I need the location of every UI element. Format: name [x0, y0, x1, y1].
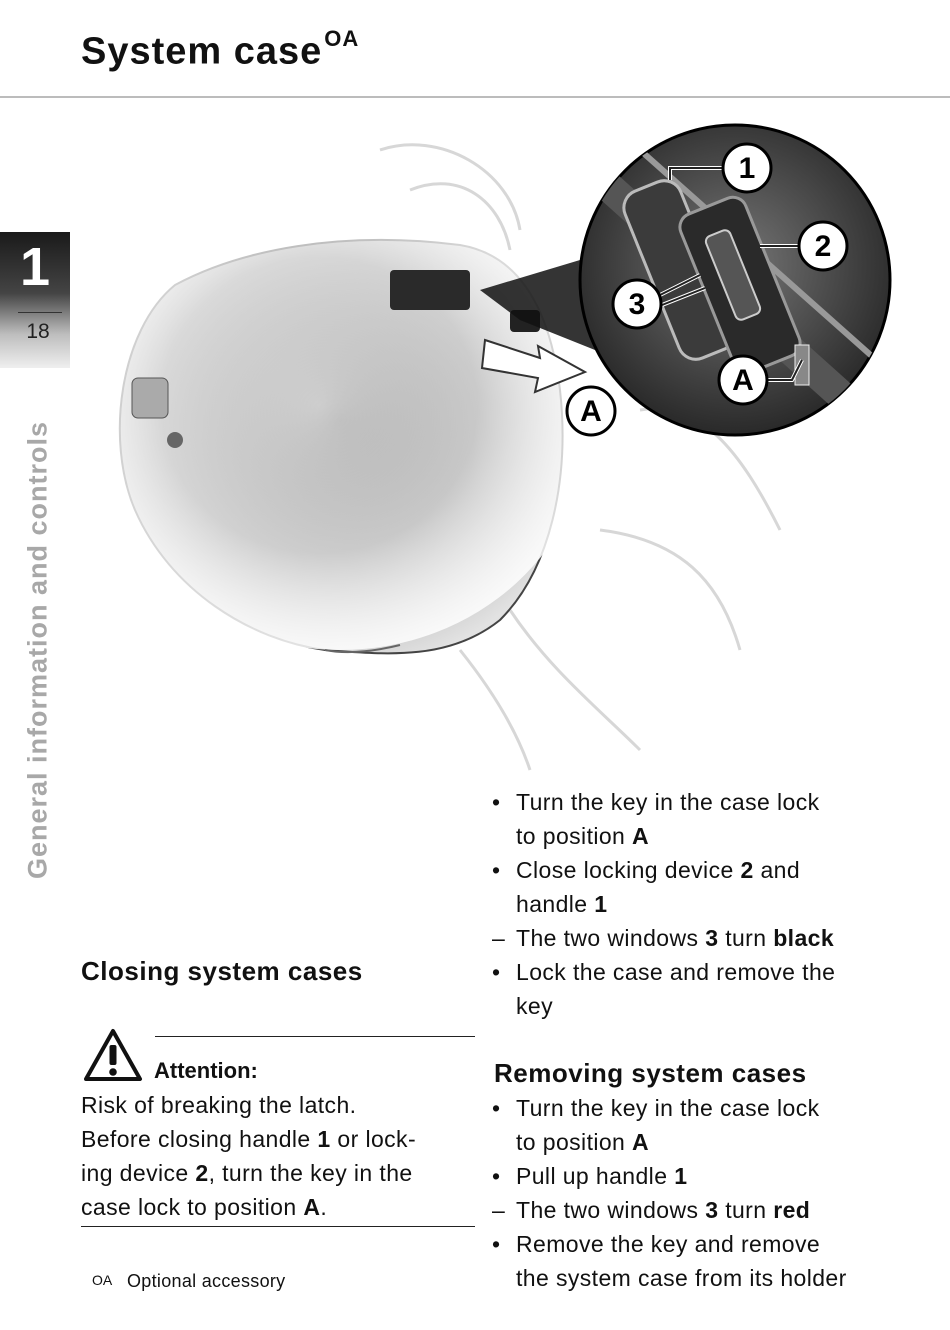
warning-line: ing device 2, turn the key in the — [81, 1160, 413, 1186]
header-divider — [0, 96, 950, 98]
bold-ref: red — [773, 1197, 811, 1223]
bullet-marker: • — [492, 1163, 501, 1189]
removing-steps-list: • Turn the key in the case lock to positio… — [492, 1091, 912, 1295]
attention-label: Attention: — [154, 1058, 258, 1083]
callout-2-label: 2 — [815, 230, 832, 263]
bold-ref: 1 — [674, 1163, 688, 1189]
step-line: Remove the key and remove — [516, 1231, 821, 1257]
removing-section-title: Removing system cases — [494, 1058, 807, 1088]
step-line: Turn the key in the case lock — [516, 789, 820, 815]
latch-detail-inset — [578, 123, 892, 437]
bold-ref: A — [632, 1129, 650, 1155]
warning-line: Before closing handle 1 or lock- — [81, 1126, 417, 1152]
result-item: –The two windows 3 turn black — [492, 921, 912, 955]
chapter-side-label: General information and controls — [22, 420, 53, 880]
step-line: The two windows 3 turn black — [516, 925, 835, 951]
bullet-marker: • — [492, 1231, 501, 1257]
bold-ref: A — [632, 823, 650, 849]
keyhole-icon — [167, 432, 183, 448]
result-item: –The two windows 3 turn red — [492, 1193, 912, 1227]
dash-marker: – — [492, 1197, 506, 1223]
page-number: 18 — [26, 320, 50, 343]
optional-accessory-mark: OA — [324, 26, 360, 51]
warning-text: Risk of breaking the latch. Before closin… — [81, 1088, 481, 1224]
bullet-marker: • — [492, 857, 501, 883]
case-latch — [390, 270, 470, 310]
callout-a-case: A — [565, 385, 617, 437]
step-item: • Turn the key in the case lock to positio… — [492, 1091, 912, 1159]
step-item: • Pull up handle 1 — [492, 1159, 912, 1193]
chapter-tab — [0, 232, 70, 368]
bold-ref: 1 — [594, 891, 608, 917]
bold-ref: 3 — [705, 1197, 719, 1223]
bullet-marker: • — [492, 959, 501, 985]
bold-ref: 2 — [195, 1160, 209, 1186]
callout-2: 2 — [797, 220, 849, 272]
chapter-number: 1 — [19, 237, 51, 297]
warning-line: case lock to position A. — [81, 1194, 328, 1220]
step-item: • Close locking device 2 and handle 1 — [492, 853, 912, 921]
closing-steps-list: • Turn the key in the case lock to positio… — [492, 785, 912, 1023]
footnote-text: Optional accessory — [127, 1271, 286, 1291]
closing-section-title: Closing system cases — [81, 956, 363, 986]
warning-top-rule — [155, 1036, 475, 1037]
step-item: • Turn the key in the case lock to positio… — [492, 785, 912, 853]
callout-3-label: 3 — [629, 288, 646, 321]
step-line: Pull up handle 1 — [516, 1163, 688, 1189]
callout-a-case-label: A — [580, 395, 602, 428]
bold-ref: black — [773, 925, 835, 951]
step-line: Close locking device 2 and — [516, 857, 801, 883]
system-case-illustration: 1 2 3 A A — [90, 123, 892, 771]
step-line: handle 1 — [516, 891, 608, 917]
step-line: Lock the case and remove the — [516, 959, 836, 985]
dash-marker: – — [492, 925, 506, 951]
case-lock-icon — [131, 377, 169, 419]
bold-ref: 2 — [740, 857, 754, 883]
warning-bottom-rule — [81, 1226, 475, 1227]
footnote-mark: OA — [92, 1272, 113, 1288]
callout-1: 1 — [721, 142, 773, 194]
callout-1-label: 1 — [739, 152, 756, 185]
step-line: to position A — [516, 823, 650, 849]
warning-line: Risk of breaking the latch. — [81, 1092, 357, 1118]
step-item: • Lock the case and remove the key — [492, 955, 912, 1023]
step-line: the system case from its holder — [516, 1265, 847, 1291]
bold-ref: A — [303, 1194, 321, 1220]
step-line: key — [516, 993, 553, 1019]
step-item: • Remove the key and remove the system cas… — [492, 1227, 912, 1295]
chapter-divider — [18, 312, 62, 313]
bold-ref: 3 — [705, 925, 719, 951]
closing-arrow-icon — [480, 338, 588, 394]
callout-a-inset: A — [717, 354, 769, 406]
step-line: The two windows 3 turn red — [516, 1197, 811, 1223]
bullet-marker: • — [492, 789, 501, 815]
step-line: to position A — [516, 1129, 650, 1155]
bold-ref: 1 — [317, 1126, 331, 1152]
page-title-text: System case — [81, 30, 323, 73]
page-title: System caseOA — [81, 26, 359, 74]
bullet-marker: • — [492, 1095, 501, 1121]
callout-a-inset-label: A — [732, 364, 754, 397]
callout-3: 3 — [611, 278, 663, 330]
step-line: Turn the key in the case lock — [516, 1095, 820, 1121]
warning-triangle-icon — [84, 1029, 142, 1081]
windows-3 — [704, 229, 762, 321]
